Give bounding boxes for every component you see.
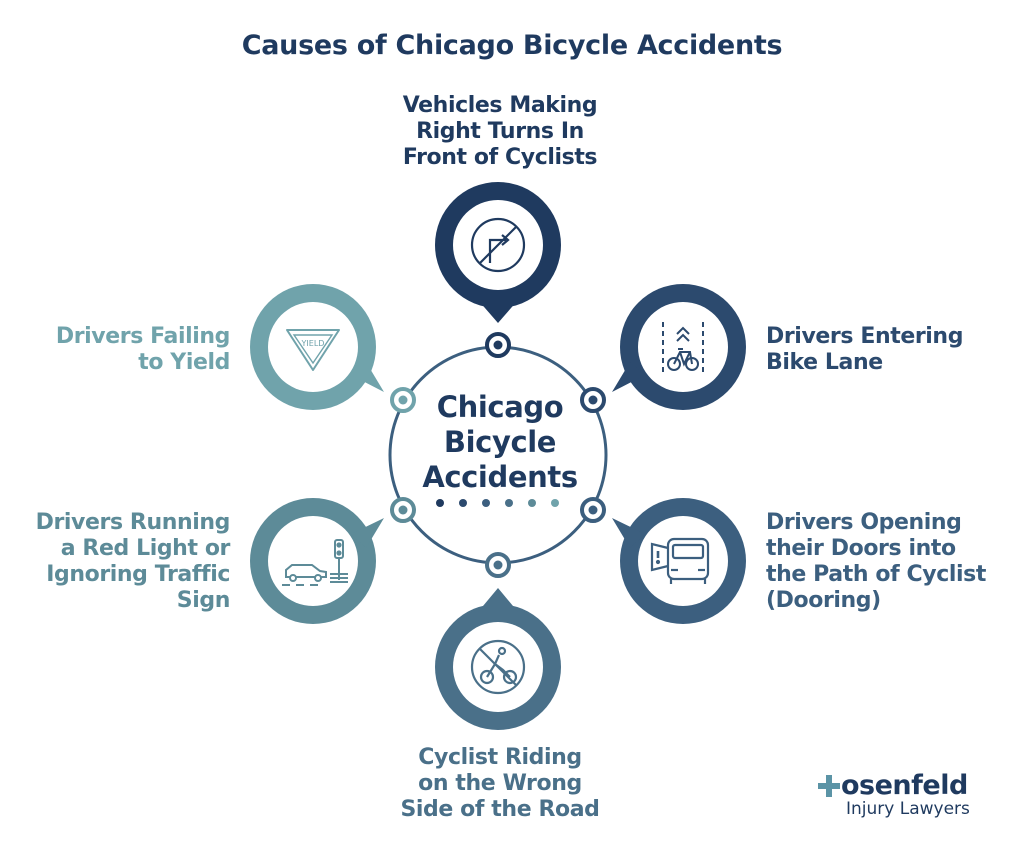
cause-label-yield: Drivers Failing to Yield	[10, 324, 231, 376]
center-title-line: Accidents	[422, 460, 578, 494]
no-bicycle-icon	[470, 639, 526, 695]
label-line: their Doors into	[766, 536, 956, 561]
center-dots	[436, 499, 559, 507]
cause-label-right-turns: Vehicles Making Right Turns In Front of …	[340, 93, 660, 171]
connector-top	[485, 332, 511, 358]
label-line: Drivers Failing	[55, 324, 231, 349]
badge-left-upper: YIELD	[250, 284, 384, 410]
center-dot	[505, 499, 513, 507]
badge-right-upper	[612, 284, 746, 410]
cause-label-dooring: Drivers Opening their Doors into the Pat…	[766, 510, 1016, 614]
center-title-line: Chicago	[436, 390, 564, 424]
badge-left-lower	[250, 498, 384, 624]
center-title: Chicago Bicycle Accidents	[400, 390, 600, 495]
connector-right-upper	[580, 387, 606, 413]
center-title-line: Bicycle	[443, 425, 557, 459]
car-door-icon	[650, 537, 710, 584]
connector-left-lower	[390, 497, 416, 523]
label-line: (Dooring)	[766, 588, 881, 613]
label-line: Sign	[176, 588, 231, 613]
connector-bottom	[485, 552, 511, 578]
label-line: the Path of Cyclist	[766, 562, 986, 587]
connector-right-lower	[580, 497, 606, 523]
label-line: Ignoring Traffic	[46, 562, 230, 587]
center-dot	[528, 499, 536, 507]
brand-logo: osenfeld Injury Lawyers	[818, 770, 998, 819]
ring-connectors	[390, 332, 606, 578]
page-title: Causes of Chicago Bicycle Accidents	[241, 30, 783, 61]
brand-name: osenfeld	[818, 770, 998, 801]
label-line: Bike Lane	[766, 350, 883, 375]
badge-top	[435, 182, 561, 323]
label-line: Vehicles Making	[402, 93, 598, 118]
badge-right-lower	[612, 498, 746, 624]
center-dot	[551, 499, 559, 507]
label-line: Side of the Road	[400, 797, 600, 822]
no-right-turn-icon	[470, 217, 526, 273]
plus-icon	[818, 774, 840, 797]
center-dot	[459, 499, 467, 507]
label-line: Cyclist Riding	[418, 745, 582, 770]
cause-label-wrong-side: Cyclist Riding on the Wrong Side of the …	[340, 745, 660, 823]
label-line: Front of Cyclists	[402, 145, 598, 170]
connector-left-upper	[390, 387, 416, 413]
label-line: Right Turns In	[416, 119, 584, 144]
center-dot	[436, 499, 444, 507]
cause-label-bike-lane: Drivers Entering Bike Lane	[766, 324, 1006, 376]
label-line: to Yield	[138, 350, 230, 375]
bike-lane-icon	[662, 322, 704, 374]
label-line: on the Wrong	[418, 771, 582, 796]
label-line: Drivers Running	[35, 510, 231, 535]
label-line: a Red Light or	[60, 536, 231, 561]
center-dot	[482, 499, 490, 507]
traffic-light-car-icon	[282, 539, 348, 586]
label-line: Drivers Entering	[766, 324, 964, 349]
yield-sign-icon: YIELD	[286, 329, 340, 371]
cause-label-red-light: Drivers Running a Red Light or Ignoring …	[4, 510, 231, 614]
svg-text:YIELD: YIELD	[301, 339, 325, 348]
brand-name-text: osenfeld	[841, 770, 968, 801]
brand-subtitle: Injury Lawyers	[846, 799, 970, 819]
badge-bottom	[435, 588, 561, 730]
label-line: Drivers Opening	[766, 510, 962, 535]
